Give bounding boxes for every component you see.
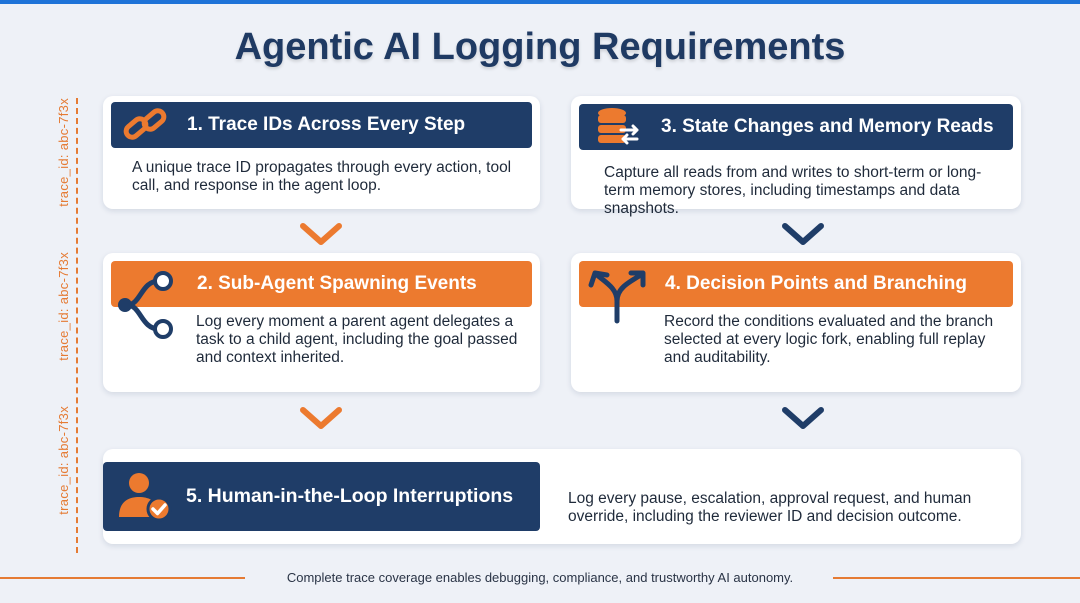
trace-id-label: trace_id: abc-7f3x — [56, 252, 71, 361]
fork-arrows-icon — [587, 267, 651, 330]
card-header: 2. Sub-Agent Spawning Events — [111, 261, 532, 307]
card-header: 5. Human-in-the-Loop Interruptions — [103, 462, 540, 531]
card-header: 3. State Changes and Memory Reads — [579, 104, 1013, 150]
card-human-in-loop: 5. Human-in-the-Loop Interruptions Log e… — [103, 449, 1021, 544]
chevron-down-icon — [299, 406, 343, 435]
card-header: 1. Trace IDs Across Every Step — [111, 102, 532, 148]
card-description: Capture all reads from and writes to sho… — [604, 164, 982, 217]
card-heading: 4. Decision Points and Branching — [665, 273, 967, 294]
trace-id-label: trace_id: abc-7f3x — [56, 406, 71, 515]
card-description: Record the conditions evaluated and the … — [664, 313, 994, 366]
footer-divider-left — [0, 577, 245, 579]
card-heading: 5. Human-in-the-Loop Interruptions — [186, 485, 514, 507]
footer-note: Complete trace coverage enables debuggin… — [286, 570, 794, 585]
card-header: 4. Decision Points and Branching — [579, 261, 1013, 307]
card-description: Log every moment a parent agent delegate… — [196, 313, 518, 366]
card-heading: 1. Trace IDs Across Every Step — [187, 114, 466, 135]
branch-nodes-icon — [115, 269, 175, 344]
card-description: Log every pause, escalation, approval re… — [568, 490, 972, 525]
top-accent-bar — [0, 0, 1080, 4]
card-sub-agent: 2. Sub-Agent Spawning Events Log every m… — [103, 253, 540, 392]
card-decision-points: 4. Decision Points and Branching Record … — [571, 253, 1021, 392]
card-heading: 3. State Changes and Memory Reads — [661, 116, 994, 137]
chevron-down-icon — [781, 222, 825, 251]
link-icon — [121, 104, 169, 151]
chevron-down-icon — [781, 406, 825, 435]
trace-id-label: trace_id: abc-7f3x — [56, 98, 71, 207]
card-heading: 2. Sub-Agent Spawning Events — [197, 273, 477, 294]
page-title: Agentic AI Logging Requirements — [234, 26, 846, 68]
trace-dashed-line — [76, 98, 78, 553]
card-description: A unique trace ID propagates through eve… — [132, 159, 512, 194]
footer-divider-right — [833, 577, 1080, 579]
card-trace-ids: 1. Trace IDs Across Every Step A unique … — [103, 96, 540, 209]
user-check-icon — [117, 471, 173, 528]
card-state-changes: 3. State Changes and Memory Reads Captur… — [571, 96, 1021, 217]
chevron-down-icon — [299, 222, 343, 251]
database-sync-icon — [595, 106, 641, 153]
